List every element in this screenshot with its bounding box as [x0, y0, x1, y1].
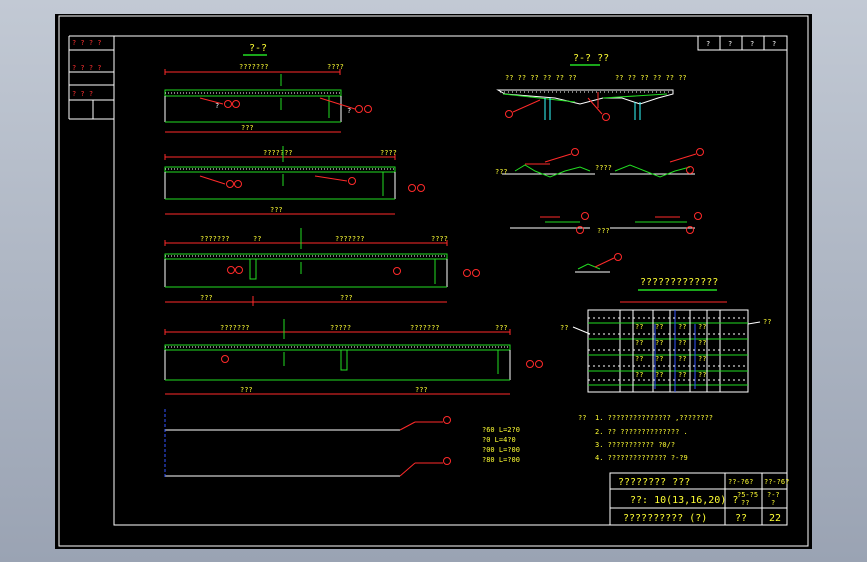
tb-right-mid-1: ?5-?5	[737, 491, 758, 499]
note-1: 1. ??????????????? ,????????	[595, 414, 713, 422]
svg-text:??: ??	[655, 323, 663, 331]
title-line-2: ??: 10(13,16,20) ?	[630, 495, 738, 506]
schedule-line-4: ?80 L=?00	[482, 456, 520, 464]
svg-text:??: ??	[678, 371, 686, 379]
note-2: 2. ?? ?????????????? .	[595, 428, 688, 436]
svg-text:???: ???	[340, 294, 353, 302]
svg-text:??: ??	[698, 339, 706, 347]
tb-right-mid-2: ?-?	[767, 491, 780, 499]
rebar-schedule: ?60 L=2?0 ?0 L=4?0 ?00 L=?00 ?80 L=?00	[482, 426, 520, 464]
drawing-sheet: ? ? ? ? ? ? ? ? ? ? ? ? ? ? ? ?-? ??????…	[55, 14, 812, 549]
title-line-1: ???????? ???	[618, 477, 690, 488]
drawing-border	[113, 35, 788, 526]
legend-row3: ? ? ?	[72, 90, 93, 98]
svg-text:???????: ???????	[335, 235, 365, 243]
svg-text:??: ??	[698, 323, 706, 331]
svg-text:???: ???	[495, 168, 508, 176]
svg-text:??: ??	[635, 355, 643, 363]
svg-text:??: ??	[655, 371, 663, 379]
svg-text:??: ??	[655, 339, 663, 347]
tr-cell-1: ?	[706, 40, 710, 48]
svg-text:???: ???	[200, 294, 213, 302]
schedule-line-1: ?60 L=2?0	[482, 426, 520, 434]
svg-text:???????: ???????	[200, 235, 230, 243]
svg-text:????: ????	[595, 164, 612, 172]
svg-text:??: ??	[635, 339, 643, 347]
svg-text:????: ????	[431, 235, 448, 243]
svg-text:???: ???	[597, 227, 610, 235]
svg-text:?? ?? ?? ?? ?? ??: ?? ?? ?? ?? ?? ??	[615, 74, 687, 82]
svg-text:??: ??	[560, 324, 568, 332]
svg-text:??: ??	[678, 323, 686, 331]
sheet-label: ??	[735, 513, 747, 524]
svg-text:??: ??	[698, 355, 706, 363]
svg-text:???: ???	[241, 124, 254, 132]
sheet-number: 22	[769, 513, 781, 524]
beam-2: ??????? ???? ???	[164, 146, 425, 215]
right-section-title: ?-? ??	[573, 53, 609, 64]
grid-title: ?????????????	[640, 277, 718, 288]
notes: ?? 1. ??????????????? ,???????? 2. ?? ??…	[578, 414, 713, 462]
tb-right-top-2: ??-?6?	[764, 478, 789, 486]
beam-4: ??????? ????? ??????? ??? ??? ???	[164, 319, 543, 395]
schedule-line-3: ?00 L=?00	[482, 446, 520, 454]
svg-text:?: ?	[347, 107, 351, 115]
tr-cell-3: ?	[750, 40, 754, 48]
svg-text:?: ?	[215, 102, 219, 110]
note-3: 3. ??????????? ?0/?	[595, 441, 675, 449]
svg-text:???????: ???????	[239, 63, 269, 71]
svg-text:???: ???	[240, 386, 253, 394]
svg-text:??: ??	[253, 235, 261, 243]
left-legend: ? ? ? ? ? ? ? ? ? ? ?	[68, 35, 114, 120]
legend-row2: ? ? ? ?	[72, 64, 102, 72]
note-4: 4. ?????????????? ?-?9	[595, 454, 688, 462]
svg-text:???????: ???????	[220, 324, 250, 332]
cad-drawing: ? ? ? ? ? ? ? ? ? ? ? ? ? ? ? ?-? ??????…	[58, 15, 809, 547]
detail-3	[575, 253, 622, 273]
title-line-3: ?????????? (?)	[623, 513, 707, 524]
svg-text:????: ????	[380, 149, 397, 157]
tb-right-top-1: ??-?6?	[728, 478, 753, 486]
beam-3: ??????? ?? ??????? ???? ??? ???	[164, 228, 480, 306]
svg-text:??: ??	[655, 355, 663, 363]
svg-text:????: ????	[327, 63, 344, 71]
svg-text:??: ??	[635, 323, 643, 331]
svg-text:??: ??	[678, 339, 686, 347]
topright-box: ? ? ? ?	[697, 35, 788, 51]
svg-text:???: ???	[270, 206, 283, 214]
rebar-leaders	[164, 409, 451, 479]
svg-text:??: ??	[698, 371, 706, 379]
grid-plan: ???? ???? ???? ???? ???? ???? ???? ???? …	[560, 301, 771, 393]
svg-text:???????: ???????	[410, 324, 440, 332]
svg-text:???: ???	[495, 324, 508, 332]
left-section-title: ?-?	[249, 43, 267, 54]
tb-right-sub-2: ?	[771, 499, 775, 507]
svg-text:???????: ???????	[263, 149, 293, 157]
svg-text:?? ?? ?? ?? ?? ??: ?? ?? ?? ?? ?? ??	[505, 74, 577, 82]
schedule-line-2: ?0 L=4?0	[482, 436, 516, 444]
svg-text:??: ??	[635, 371, 643, 379]
cross-section: ?? ?? ?? ?? ?? ?? ?? ?? ?? ?? ?? ??	[496, 74, 687, 121]
tr-cell-4: ?	[772, 40, 776, 48]
detail-2: ???	[510, 212, 702, 235]
svg-text:?????: ?????	[330, 324, 351, 332]
detail-1: ??? ????	[495, 148, 704, 178]
tr-cell-2: ?	[728, 40, 732, 48]
svg-text:??: ??	[763, 318, 771, 326]
sheet-frame	[58, 15, 809, 547]
title-block: ???????? ??? ??: 10(13,16,20) ? ????????…	[609, 472, 789, 526]
beam-1: ??????? ???? ??? ? ?	[164, 63, 372, 133]
legend-row1: ? ? ? ?	[72, 39, 102, 47]
notes-label: ??	[578, 414, 586, 422]
tb-right-sub-1: ??	[741, 499, 749, 507]
svg-text:??: ??	[678, 355, 686, 363]
svg-text:???: ???	[415, 386, 428, 394]
